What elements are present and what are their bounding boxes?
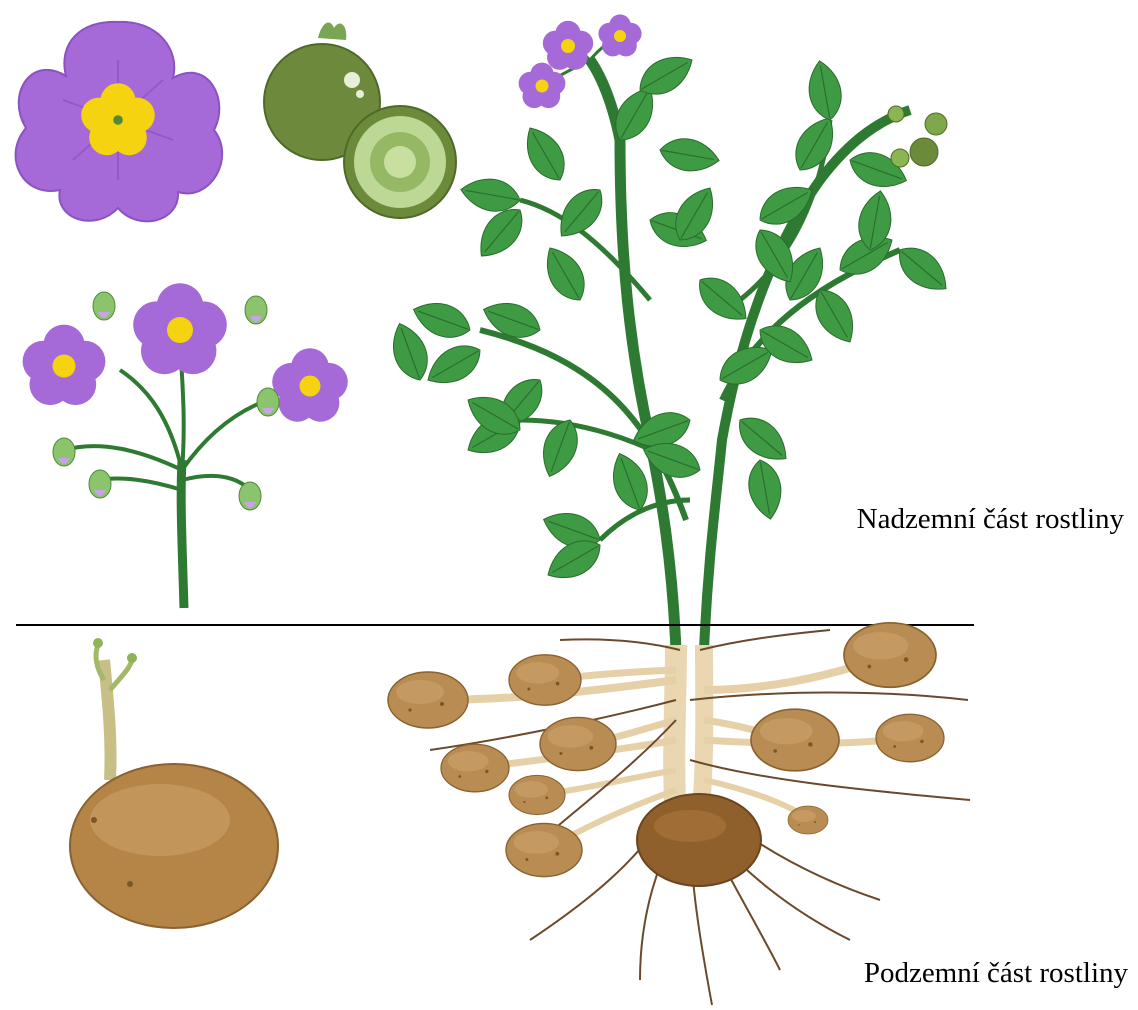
potato-plant-icon (385, 14, 956, 650)
potato-berry-icon (264, 23, 456, 218)
above-ground-label: Nadzemní část rostliny (857, 503, 1124, 536)
sprouting-tuber-icon (70, 638, 278, 928)
tubers-and-roots-icon (388, 623, 970, 1005)
below-ground-label: Podzemní část rostliny (864, 957, 1128, 990)
flower-cluster-icon (23, 283, 348, 608)
potato-flower-icon (16, 22, 223, 222)
